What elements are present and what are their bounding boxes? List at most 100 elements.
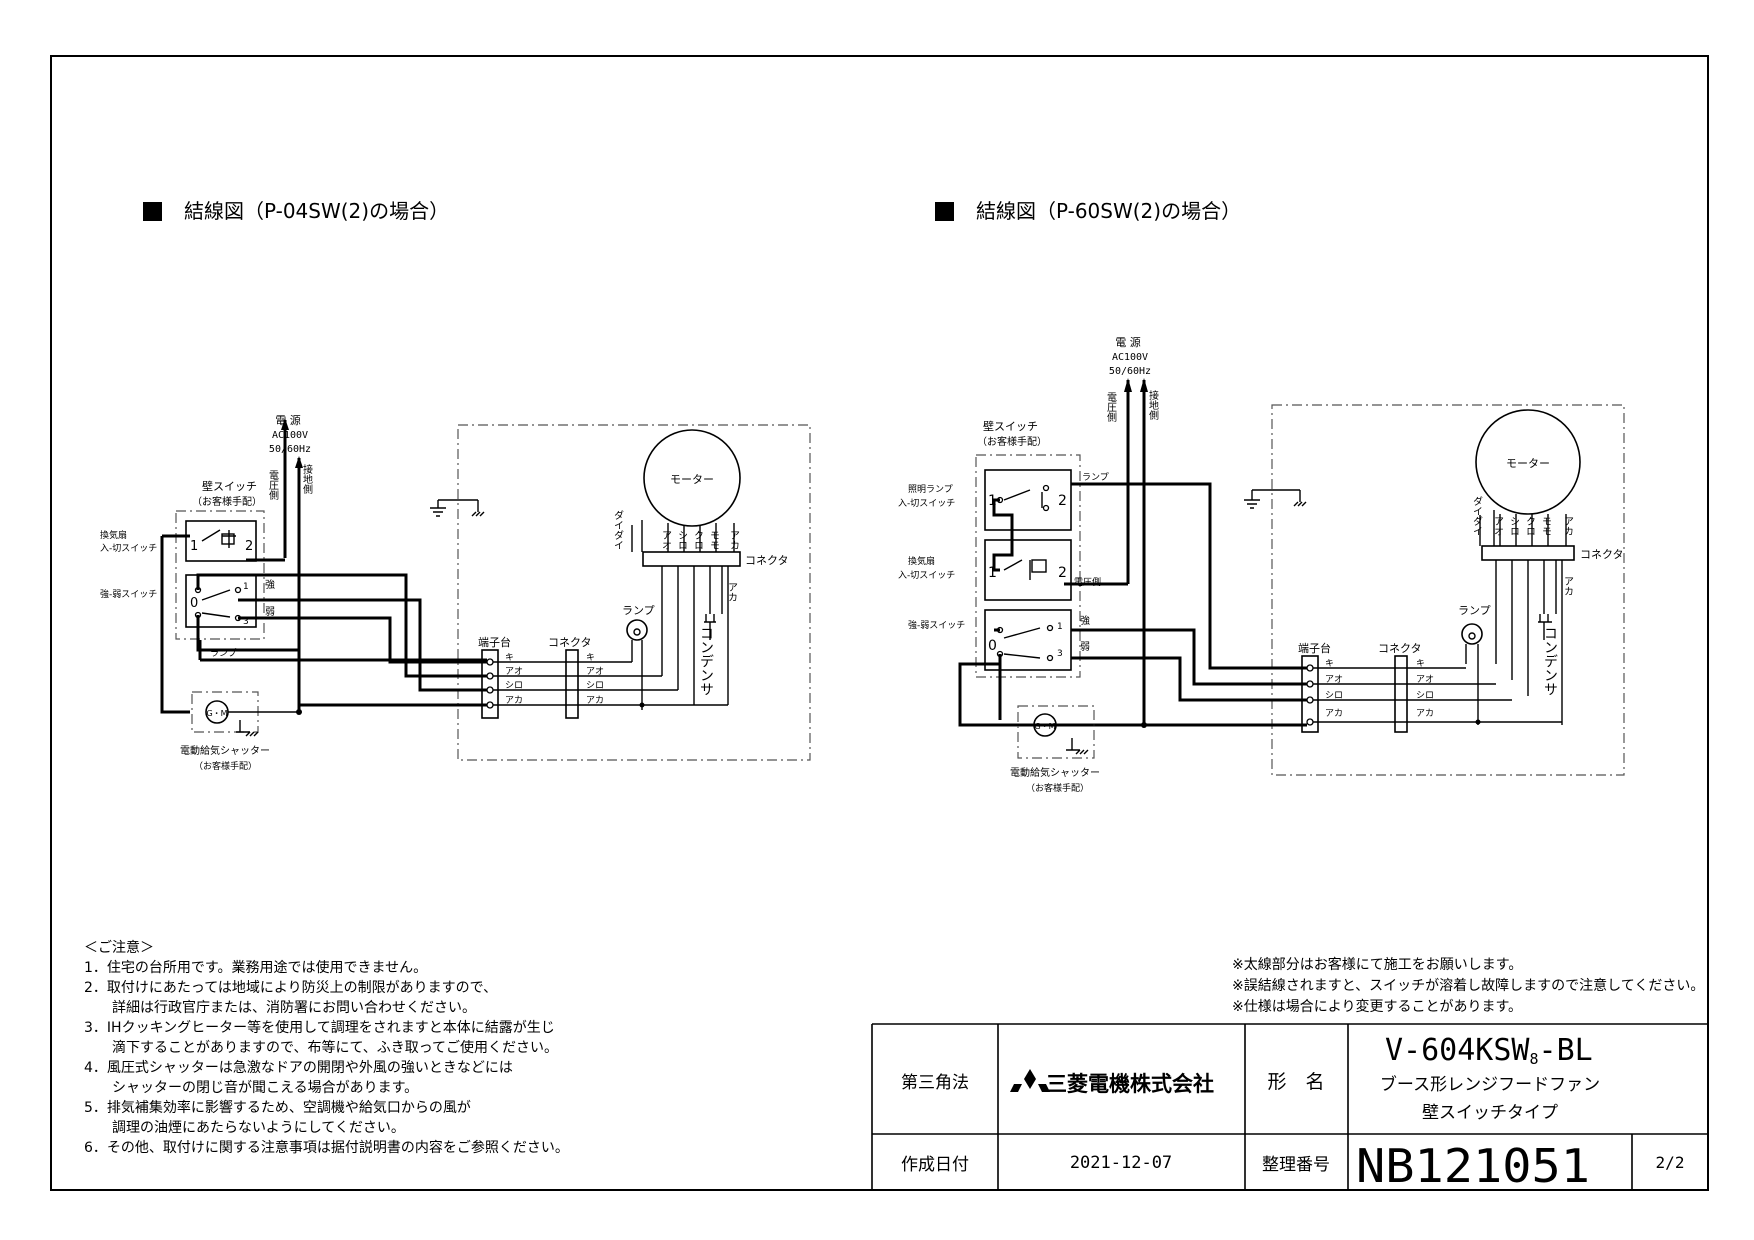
- weak-label: 弱: [265, 606, 275, 618]
- inner-terminal-aka: アカ: [586, 695, 604, 706]
- motor-label: モーター: [1506, 457, 1550, 470]
- inner-terminal-ki: キ: [586, 653, 595, 663]
- gm-label: G・M: [206, 709, 227, 718]
- inner-connector-label: コネクタ: [548, 636, 592, 649]
- title-bullet: [935, 202, 954, 221]
- company-name: 三菱電機株式会社: [1046, 1072, 1214, 1096]
- note-line: 1．住宅の台所用です。業務用途では使用できません。: [84, 959, 427, 976]
- strong-weak-switch-label: 強-弱スイッチ: [100, 588, 157, 600]
- shutter-label: 電動給気シャッター: [180, 744, 270, 757]
- lamp-wire-label: ランプ: [210, 648, 237, 659]
- terminal-label-shiro: シロ: [505, 681, 523, 691]
- title-block: 第三角法 三菱電機株式会社 形 名 V-604KSW8-BL ブース形レンジフー…: [871, 1023, 1708, 1193]
- lamp-wire-label: ランプ: [1082, 472, 1109, 483]
- wall-switch-note: （お客様手配）: [977, 435, 1047, 448]
- remark-line: ※太線部分はお客様にて施工をお願いします。: [1232, 956, 1522, 973]
- unit-outline: [457, 424, 811, 761]
- lamp-bulb: [1461, 623, 1483, 645]
- diagram-title: 結線図（P-60SW(2)の場合）: [976, 199, 1241, 223]
- light-switch-box: [984, 469, 1072, 531]
- diagram-right: 結線図（P-60SW(2)の場合） モーター ダイダイ アオ シロ クロ モモ …: [898, 199, 1625, 794]
- power-arrow-1: [281, 418, 289, 430]
- ground-side-label: 接地側: [1147, 389, 1159, 420]
- mitsubishi-logo: [1010, 1069, 1050, 1092]
- ground-symbol: [1244, 489, 1307, 509]
- gm-label: G・M: [1034, 722, 1055, 731]
- power-arrow-1: [1124, 378, 1132, 392]
- fan-switch-box: [185, 520, 257, 562]
- aka-label: アカ: [726, 582, 737, 602]
- model-code: V-604KSW8-BL: [1385, 1033, 1593, 1068]
- doc-no-label: 整理番号: [1262, 1155, 1330, 1175]
- note-line: 滴下することがありますので、布等にて、ふき取ってご使用ください。: [84, 1039, 558, 1056]
- inner-terminal-shiro: シロ: [586, 681, 604, 691]
- inner-connector: [1394, 655, 1408, 733]
- wire-label-aka: アカ: [1562, 516, 1573, 536]
- sw-num-1: 1: [988, 493, 997, 509]
- diagram-title: 結線図（P-04SW(2)の場合）: [184, 199, 449, 223]
- terminal-label-aka: アカ: [1325, 708, 1343, 719]
- fan-switch-label: 換気扇: [100, 529, 127, 541]
- product-name-2: 壁スイッチタイプ: [1422, 1103, 1558, 1123]
- model-label: 形 名: [1267, 1071, 1324, 1093]
- wall-switch-outline: [175, 510, 265, 640]
- model-code-main: V-604KSW: [1385, 1033, 1530, 1068]
- weak-label: 弱: [1080, 641, 1090, 653]
- lamp-label: ランプ: [622, 604, 655, 617]
- sw-num-1: 1: [988, 565, 997, 581]
- terminal-block: [1301, 655, 1319, 733]
- inner-terminal-ao: アオ: [1416, 674, 1434, 685]
- notes: ＜ご注意＞ 1．住宅の台所用です。業務用途では使用できません。 2．取付けにあた…: [84, 939, 569, 1156]
- inner-connector: [565, 649, 579, 719]
- fan-switch-indicator: [1031, 559, 1047, 573]
- strong-weak-switch-label: 強-弱スイッチ: [908, 619, 965, 631]
- title-bullet: [143, 202, 162, 221]
- power-arrow-2: [295, 456, 303, 468]
- wall-switch-title: 壁スイッチ: [983, 419, 1038, 433]
- unit-outline: [1271, 404, 1625, 776]
- note-line: 6．その他、取付けに関する注意事項は据付説明書の内容をご参照ください。: [84, 1139, 569, 1156]
- power-label: 電 源: [275, 413, 301, 427]
- connector-block: [1481, 545, 1575, 561]
- inner-terminal-ki: キ: [1416, 659, 1425, 669]
- wire-label-ao: アオ: [660, 530, 671, 550]
- motor: [1475, 409, 1581, 515]
- lamp-label: ランプ: [1458, 604, 1491, 617]
- sw-num-2: 2: [245, 539, 253, 554]
- lamp-filament: [1468, 632, 1476, 640]
- connector-label: コネクタ: [745, 554, 789, 567]
- fan-switch-label-2: 入-切スイッチ: [898, 570, 955, 581]
- wire-label-momo: モモ: [1540, 516, 1551, 536]
- sw-num-0: 0: [190, 596, 198, 611]
- wire-label-shiro: シロ: [1508, 516, 1519, 536]
- power-label: 電 源: [1115, 335, 1141, 349]
- product-name-1: ブース形レンジフードファン: [1380, 1074, 1600, 1095]
- terminal-label-shiro: シロ: [1325, 691, 1343, 701]
- sw-num-3: 3: [243, 617, 249, 627]
- note-line: 3．IHクッキングヒーター等を使用して調理をされますと本体に結露が生じ: [84, 1019, 555, 1036]
- terminal-label-aka: アカ: [505, 695, 523, 706]
- remarks: ※太線部分はお客様にて施工をお願いします。 ※誤結線されますと、スイッチが溶着し…: [1232, 956, 1704, 1015]
- strong-label: 強: [1080, 614, 1090, 627]
- sheet-border: [50, 55, 1709, 1191]
- wire-label-momo: モモ: [708, 530, 719, 550]
- wire-label-shiro: シロ: [676, 530, 687, 550]
- ground-side-label: 接地側: [301, 463, 313, 494]
- shutter-outline: [1017, 705, 1095, 759]
- inner-terminal-ao: アオ: [586, 666, 604, 677]
- power-spec2: 50/60Hz: [269, 444, 311, 455]
- terminal-label-ki: キ: [505, 653, 514, 663]
- wire-label-daidai: ダイダイ: [612, 510, 624, 550]
- light-switch-label-2: 入-切スイッチ: [898, 498, 955, 509]
- motor: [643, 429, 741, 527]
- terminal-label-ao: アオ: [505, 666, 523, 677]
- terminal-block: [481, 649, 499, 719]
- sw-num-2: 2: [1058, 565, 1067, 581]
- terminal-label-ao: アオ: [1325, 674, 1343, 685]
- date-value: 2021-12-07: [1070, 1153, 1172, 1173]
- capacitor-label: コンデンサ: [698, 626, 714, 696]
- shutter-note: （お客様手配）: [1026, 782, 1089, 794]
- power-arrow-2: [1140, 378, 1148, 392]
- fan-switch-box: [984, 539, 1072, 601]
